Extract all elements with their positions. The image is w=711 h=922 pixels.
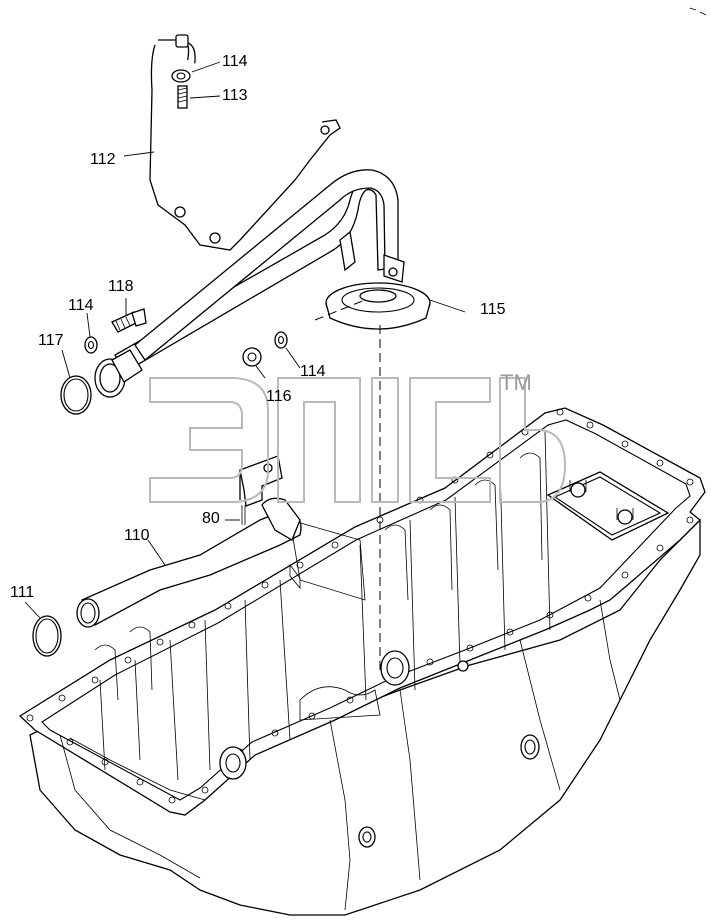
callout-113: 113 xyxy=(222,87,248,104)
callout-114-right: 114 xyxy=(300,363,326,380)
trademark-mark: TM xyxy=(500,370,532,395)
callout-80: 80 xyxy=(202,510,220,527)
corner-mark xyxy=(689,7,707,16)
oil-strainer xyxy=(325,282,431,330)
callout-114-left: 114 xyxy=(68,297,94,314)
callout-112: 112 xyxy=(90,151,116,168)
assembly-axis-line-2 xyxy=(314,299,366,321)
callout-115: 115 xyxy=(480,301,506,318)
fasteners xyxy=(60,69,288,415)
callout-116: 116 xyxy=(266,388,292,405)
oil-pipe xyxy=(32,455,302,657)
callout-labels: 114 113 112 118 114 117 115 114 116 80 1… xyxy=(10,53,506,601)
callout-117: 117 xyxy=(38,332,64,349)
oil-pan xyxy=(18,407,706,916)
leader-lines xyxy=(24,61,466,619)
callout-114-top: 114 xyxy=(222,53,248,70)
callout-110: 110 xyxy=(124,527,150,544)
dipstick-bracket xyxy=(149,34,341,251)
callout-118: 118 xyxy=(108,278,134,295)
suction-pipe xyxy=(94,169,405,398)
watermark-logo: TM xyxy=(149,370,567,503)
callout-111: 111 xyxy=(10,584,34,601)
